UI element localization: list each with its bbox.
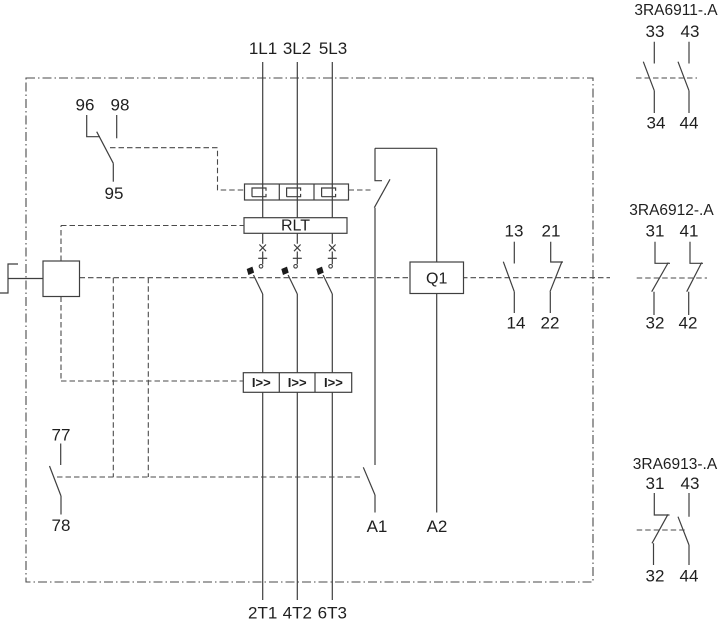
trip-free-cross-icon: [258, 244, 267, 252]
power-pole-l1: [246, 62, 268, 600]
power-pole-l2: [281, 62, 302, 600]
trip-free-cross-icon: [293, 244, 302, 252]
terminal-2t1: 2T1: [248, 604, 277, 619]
terminal-95: 95: [105, 184, 124, 203]
terminal-98: 98: [111, 96, 130, 115]
terminal-32: 32: [646, 567, 665, 586]
moving-contact-pad-icon: [246, 266, 255, 275]
power-pole-l3: [316, 62, 337, 600]
trip-contact-linkage: [110, 147, 245, 191]
handle-icon: [0, 263, 43, 294]
feedback-no-contact: 13 14: [502, 222, 526, 333]
terminal-5l3: 5L3: [319, 39, 347, 58]
terminal-31: 31: [646, 222, 665, 241]
terminal-21: 21: [542, 222, 561, 241]
terminal-77: 77: [52, 426, 71, 445]
rlt-linkage: [60, 224, 244, 261]
accessory-3ra6912: 3RA6912-.A 31 41 32 42: [629, 202, 714, 333]
accessory-3ra6913: 3RA6913-.A 31 43 32 44: [633, 456, 718, 586]
fixed-contact-icon: [328, 263, 333, 269]
terminal-78: 78: [52, 516, 71, 535]
accessory-model-label: 3RA6911-.A: [634, 2, 718, 19]
contactor-coil-label: Q1: [426, 271, 447, 288]
terminal-22: 22: [541, 314, 560, 333]
alarm-contact: 77 78: [48, 426, 71, 535]
moving-contact-pad-icon: [281, 266, 289, 275]
isolator-contact-icon: [321, 187, 337, 198]
trip-block-linkage: [60, 296, 244, 382]
terminal-32: 32: [646, 314, 665, 333]
mechanical-linkages: [57, 147, 610, 478]
power-terminal-labels: 1L1 3L2 5L3 2T1 4T2 6T3: [248, 39, 347, 619]
terminal-44: 44: [680, 567, 699, 586]
terminal-96: 96: [76, 96, 95, 115]
device-boundary-box: [25, 77, 594, 583]
contactor-coil-box: [409, 261, 465, 295]
terminal-1l1: 1L1: [249, 39, 277, 58]
mechanism-box: [42, 260, 81, 298]
isolator-block: [243, 183, 350, 201]
trip-label-3: I>>: [324, 375, 343, 390]
coil-circuit: Q1 A1 A2: [362, 147, 465, 536]
fixed-contact-icon: [293, 263, 298, 269]
feedback-nc-contact: 21 22: [541, 222, 563, 333]
terminal-a1: A1: [367, 517, 388, 536]
thermal-release-label: RLT: [281, 218, 310, 235]
isolator-contact-icon: [286, 187, 302, 198]
terminal-42: 42: [679, 314, 698, 333]
accessory-3ra6911: 3RA6911-.A 33 43 34 44: [634, 2, 718, 133]
accessory-model-label: 3RA6912-.A: [629, 202, 714, 219]
trip-signal-contact: 96 98 95: [76, 96, 130, 204]
trip-label-1: I>>: [252, 375, 271, 390]
terminal-43: 43: [681, 22, 700, 41]
terminal-31: 31: [646, 474, 665, 493]
terminal-43: 43: [681, 474, 700, 493]
terminal-34: 34: [647, 114, 666, 133]
terminal-44: 44: [680, 114, 699, 133]
terminal-6t3: 6T3: [318, 604, 347, 619]
terminal-14: 14: [507, 314, 526, 333]
terminal-3l2: 3L2: [283, 39, 311, 58]
moving-contact-pad-icon: [316, 266, 324, 275]
thermal-release-block: RLT: [243, 217, 348, 235]
trip-free-cross-icon: [328, 244, 337, 252]
terminal-13: 13: [505, 222, 524, 241]
terminal-41: 41: [680, 222, 699, 241]
fixed-contact-icon: [258, 263, 264, 269]
trip-label-2: I>>: [288, 375, 307, 390]
manual-operator: [0, 260, 81, 298]
terminal-33: 33: [646, 22, 665, 41]
terminal-a2: A2: [427, 517, 448, 536]
instantaneous-trip-block: I>> I>> I>>: [242, 372, 353, 393]
accessory-model-label: 3RA6913-.A: [633, 456, 718, 473]
isolator-contact-icon: [251, 187, 267, 198]
terminal-4t2: 4T2: [283, 604, 312, 619]
